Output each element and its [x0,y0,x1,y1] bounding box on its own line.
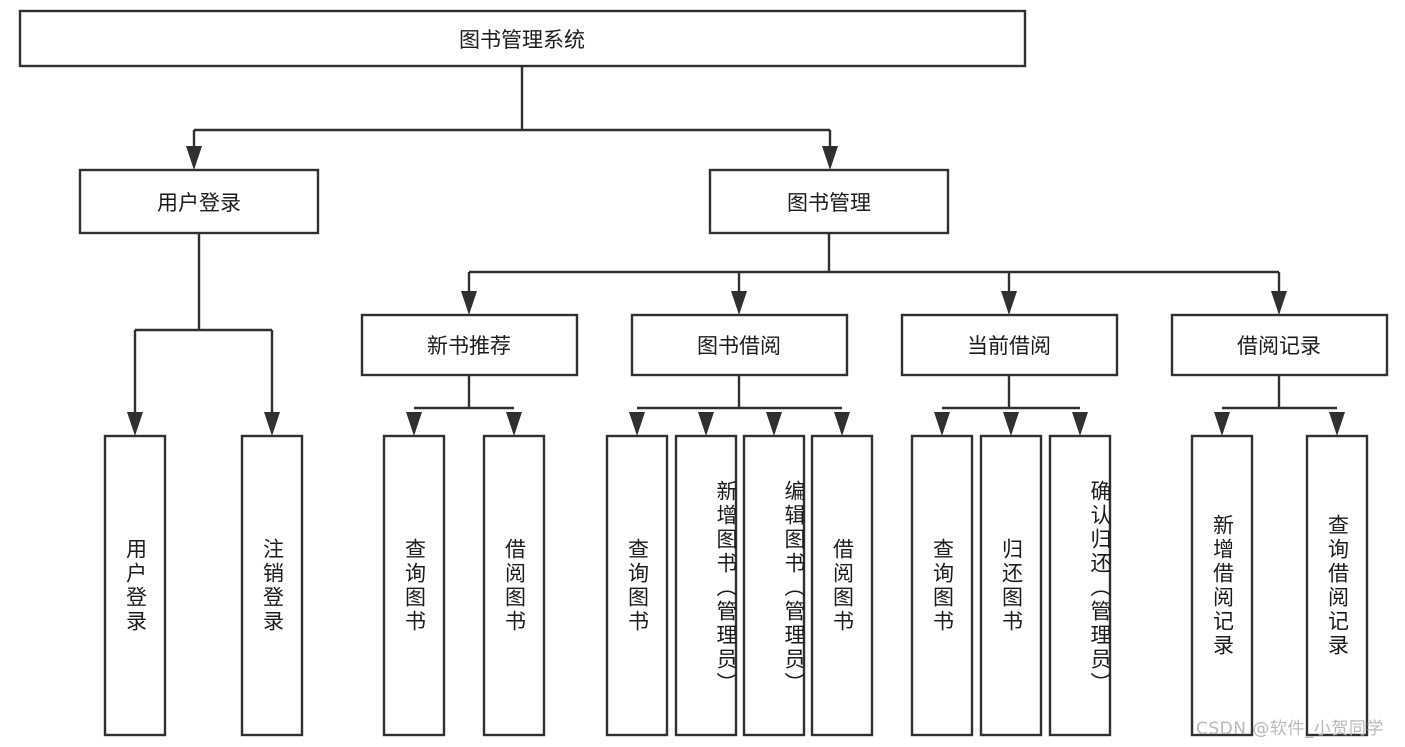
leaf-box-current-borrow-2[interactable] [1048,434,1112,737]
arrow-head-icon [1003,412,1019,436]
node-level2-book-borrow[interactable]: 图书借阅 [630,313,849,377]
leaf-box-current-borrow-0[interactable] [910,434,974,737]
arrow-head-icon [934,412,950,436]
level1-label-1: 图书管理 [787,191,871,215]
arrow-head-icon [406,412,422,436]
level2-label-0: 新书推荐 [427,334,511,358]
leaf-box-borrow-record-0[interactable] [1190,434,1254,737]
node-level1-book-manage[interactable]: 图书管理 [708,168,950,235]
leaf-box-book-borrow-1[interactable] [674,434,738,737]
root-box[interactable] [18,9,1027,68]
leaf-box-borrow-record-1[interactable] [1305,434,1369,737]
watermark-text: CSDN @软件_小贺同学 [1196,719,1384,739]
arrow-head-icon [264,412,280,436]
arrow-head-icon [731,291,747,315]
node-level1-user-login[interactable]: 用户登录 [78,168,320,235]
connector-userlogin-to-leaves [127,233,280,436]
node-level2-new-book-recommend[interactable]: 新书推荐 [360,313,579,377]
arrow-head-icon [1271,291,1287,315]
leaf-box-user-login-0[interactable] [103,434,167,737]
arrow-head-icon [1214,412,1230,436]
arrow-head-icon [127,412,143,436]
arrow-head-icon [822,146,838,170]
level2-label-2: 当前借阅 [967,334,1051,358]
arrow-head-icon [1072,412,1088,436]
leaf-box-book-borrow-2[interactable] [742,434,806,737]
leaf-box-current-borrow-1[interactable] [979,434,1043,737]
connector-root-to-level1 [186,66,838,170]
connector-newbook-to-leaves [406,375,522,436]
arrow-head-icon [698,412,714,436]
connector-bookmanage-to-level2 [461,233,1287,315]
arrow-head-icon [186,146,202,170]
node-level2-current-borrow[interactable]: 当前借阅 [900,313,1119,377]
level2-box-2[interactable] [900,313,1119,377]
arrow-head-icon [1001,291,1017,315]
leaf-box-user-login-1[interactable] [240,434,304,737]
node-level2-borrow-record[interactable]: 借阅记录 [1170,313,1389,377]
node-root[interactable]: 图书管理系统 [18,9,1027,68]
arrow-head-icon [1329,412,1345,436]
connector-bookborrow-to-leaves [629,375,850,436]
leaf-box-book-borrow-0[interactable] [605,434,669,737]
connector-borrowrecord-to-leaves [1214,375,1345,436]
level1-label-0: 用户登录 [157,191,241,215]
arrow-head-icon [506,412,522,436]
arrow-head-icon [834,412,850,436]
arrow-head-icon [629,412,645,436]
level2-label-1: 图书借阅 [697,334,781,358]
level1-box-0[interactable] [78,168,320,235]
level2-box-0[interactable] [360,313,579,377]
arrow-head-icon [461,291,477,315]
leaf-box-new-book-1[interactable] [482,434,546,737]
leaf-box-new-book-0[interactable] [382,434,446,737]
level2-label-3: 借阅记录 [1237,334,1321,358]
arrow-head-icon [766,412,782,436]
leaf-box-book-borrow-3[interactable] [810,434,874,737]
connector-currentborrow-to-leaves [934,375,1088,436]
root-label: 图书管理系统 [459,28,585,52]
